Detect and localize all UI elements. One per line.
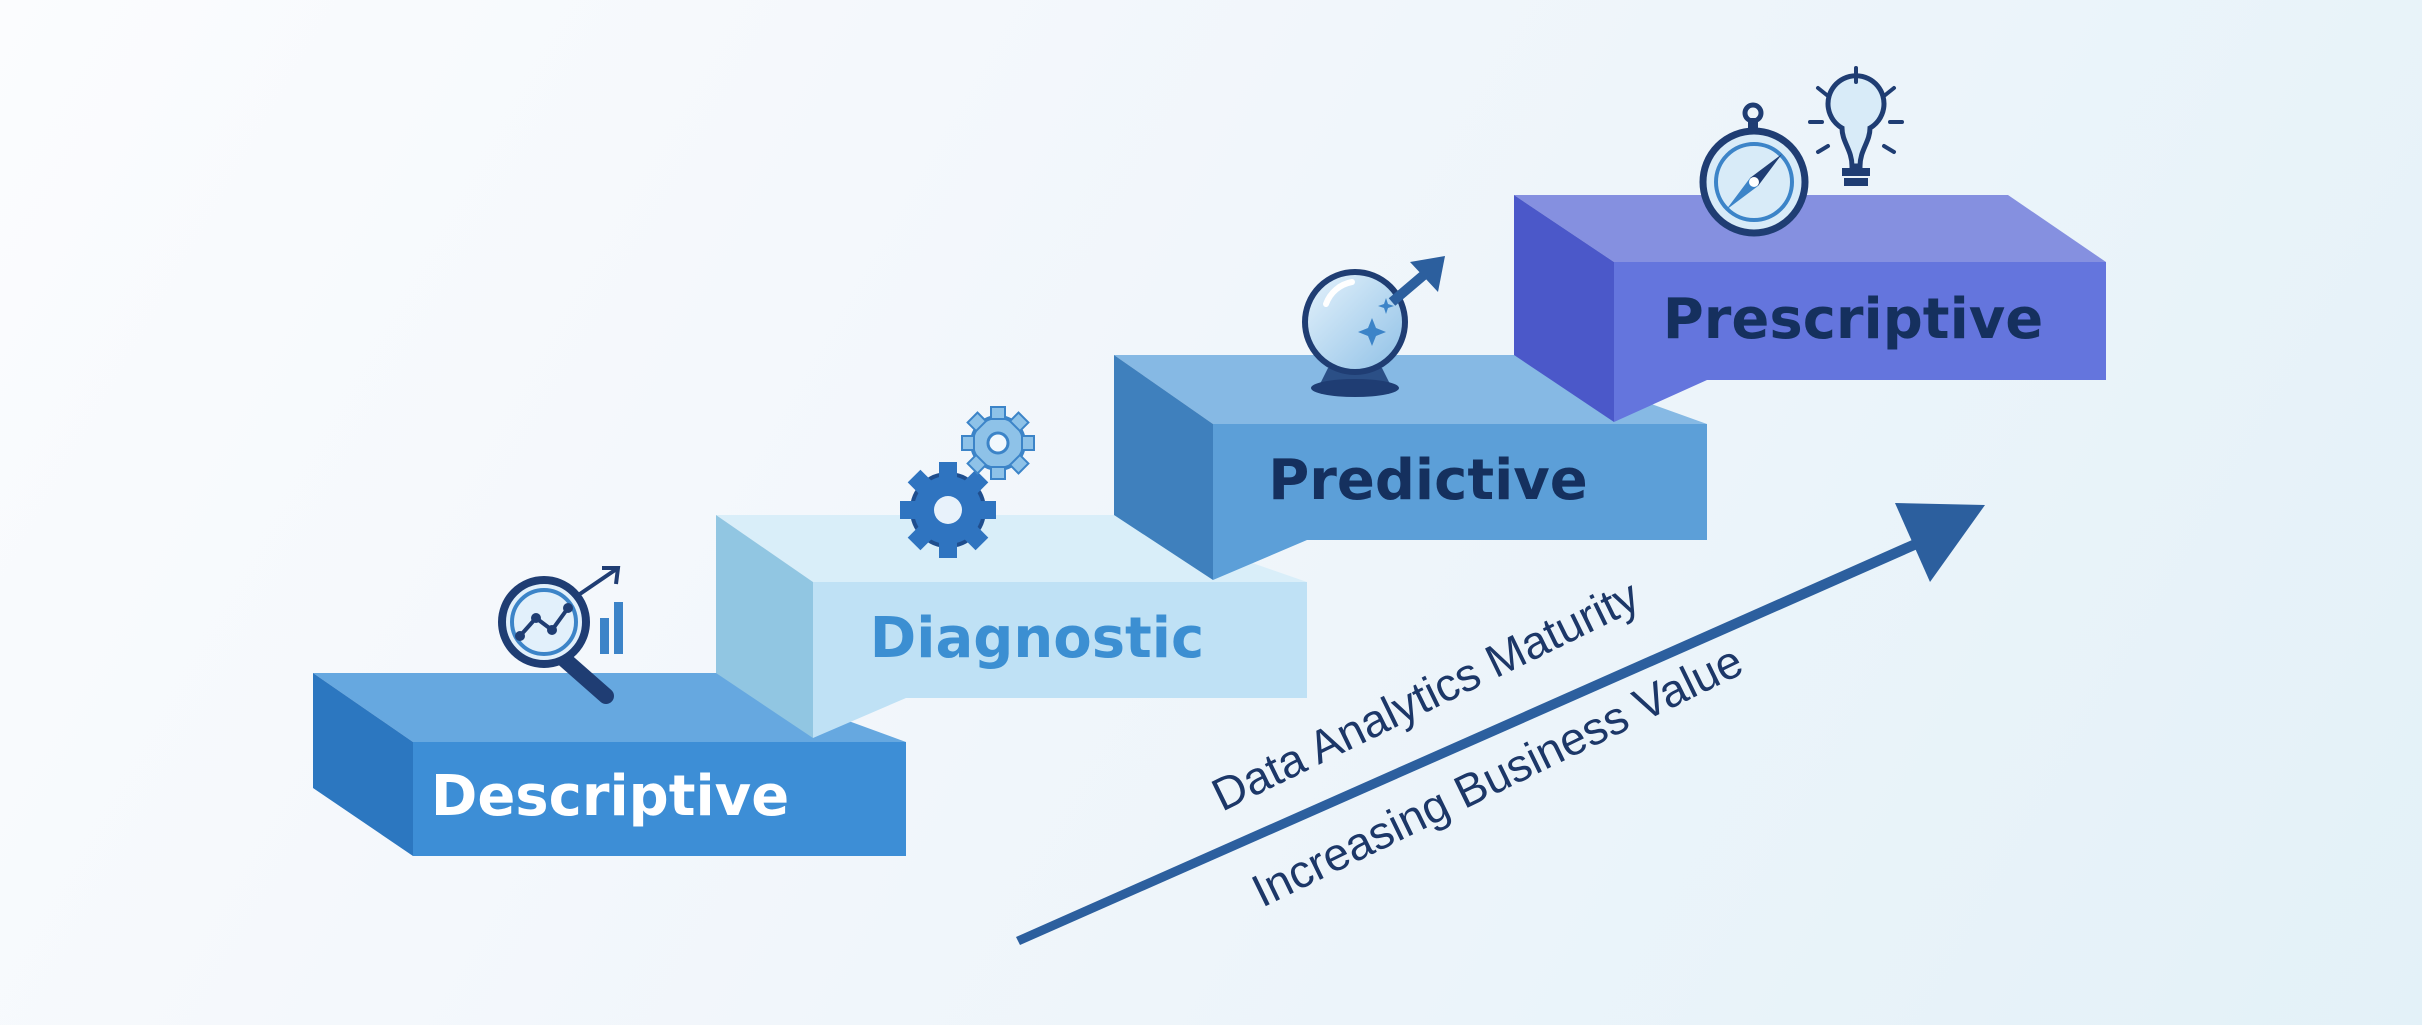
step-descriptive-label: Descriptive xyxy=(431,764,789,829)
maturity-arrow-shaft xyxy=(1016,532,1938,945)
compass-lightbulb-icon xyxy=(1699,66,1904,237)
step-predictive-side xyxy=(1114,355,1213,580)
step-predictive-front xyxy=(1213,424,1707,580)
crystal-ball-arrow-icon xyxy=(1302,256,1445,397)
step-prescriptive-label: Prescriptive xyxy=(1663,287,2044,352)
step-prescriptive: Prescriptive xyxy=(1514,195,2106,422)
step-predictive-label: Predictive xyxy=(1268,448,1588,513)
step-prescriptive-side xyxy=(1514,195,1614,422)
magnifier-chart-icon xyxy=(498,566,623,704)
maturity-arrow-head xyxy=(1895,503,1985,582)
step-diagnostic-label: Diagnostic xyxy=(870,606,1204,671)
step-descriptive-front xyxy=(413,742,906,856)
step-diagnostic-front xyxy=(813,582,1307,738)
step-descriptive-side xyxy=(313,673,413,856)
step-prescriptive-top xyxy=(1514,195,2106,262)
step-diagnostic: Diagnostic xyxy=(716,515,1307,738)
step-diagnostic-side xyxy=(716,515,813,738)
gears-icon xyxy=(900,406,1035,558)
step-prescriptive-front xyxy=(1614,262,2106,422)
